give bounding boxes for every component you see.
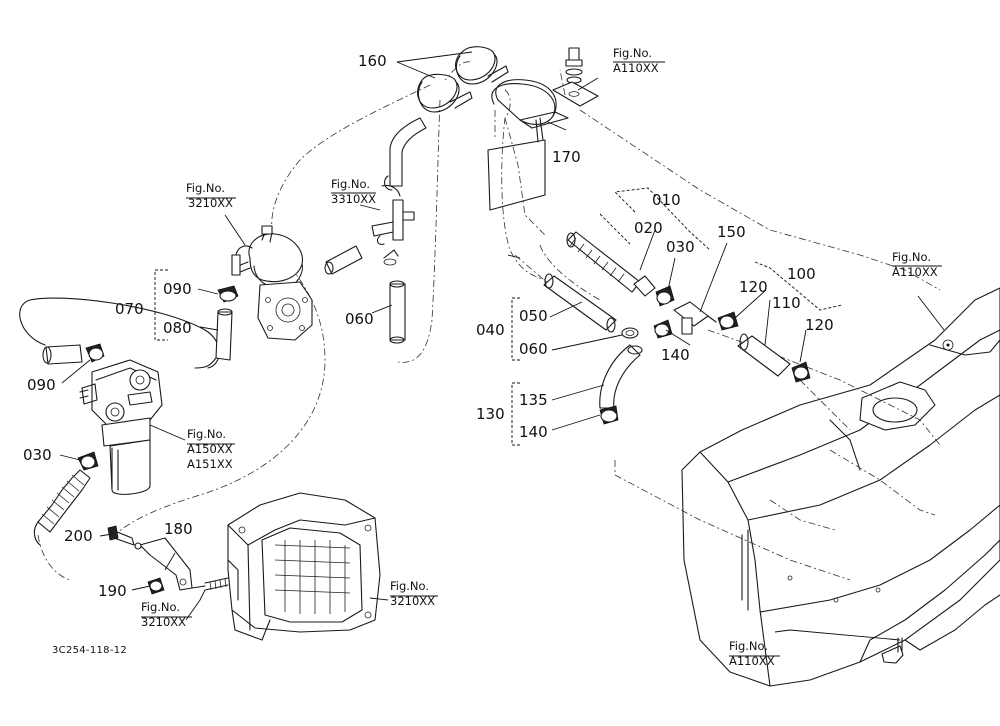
group-brackets	[154, 187, 843, 446]
transmission-case	[227, 492, 381, 641]
fig-ref-bracket-bottom: Fig.No. 3210XX	[141, 600, 186, 629]
label-040: 040	[476, 321, 505, 339]
fig-ref-pump-top: Fig.No. 3210XX	[186, 181, 233, 210]
label-120-a: 120	[739, 278, 768, 296]
leader-lines	[59, 51, 945, 641]
washer-060-right	[621, 327, 639, 339]
label-020: 020	[634, 219, 663, 237]
hose-080	[194, 245, 253, 369]
hose-short-tee	[324, 245, 363, 275]
label-140-b: 140	[519, 423, 548, 441]
bolt-200	[107, 525, 142, 550]
tee-150	[673, 301, 717, 335]
label-010: 010	[652, 191, 681, 209]
label-190: 190	[98, 582, 127, 600]
label-050: 050	[519, 307, 548, 325]
fuel-filter	[79, 359, 163, 495]
fig-ref-tank-top: Fig.No. A110XX	[613, 46, 659, 75]
label-030-left: 030	[23, 446, 52, 464]
hose-guard	[487, 139, 546, 211]
label-080: 080	[163, 319, 192, 337]
label-150: 150	[717, 223, 746, 241]
label-130: 130	[476, 405, 505, 423]
tank-dash-lines	[559, 69, 941, 581]
label-140-a: 140	[661, 346, 690, 364]
label-070: 070	[115, 300, 144, 318]
label-135: 135	[519, 391, 548, 409]
fig-ref-filter: Fig.No. A150XX A151XX	[187, 427, 236, 471]
tee-fitting	[371, 175, 415, 266]
hose-060-mid	[389, 280, 406, 344]
hose-upper-tee	[389, 117, 427, 187]
label-160: 160	[358, 52, 387, 70]
hose-110	[737, 333, 791, 377]
clamps-120	[717, 311, 811, 383]
corrugated-hose-left	[33, 451, 99, 546]
fig-ref-tank-bottom: Fig.No. A110XX	[729, 639, 775, 668]
hose-route-lines	[37, 61, 601, 581]
label-110: 110	[772, 294, 801, 312]
part-labels: 160 170 010 020 030 150 100 120 110 120 …	[23, 52, 834, 600]
label-200: 200	[64, 527, 93, 545]
diagram-code: 3C254-118-12	[52, 645, 127, 656]
label-120-b: 120	[805, 316, 834, 334]
hose-135	[599, 344, 643, 409]
clamp-160	[417, 46, 509, 113]
label-030-right: 030	[666, 238, 695, 256]
label-100: 100	[787, 265, 816, 283]
label-170: 170	[552, 148, 581, 166]
clamp-140-b	[599, 405, 619, 425]
clamp-170	[491, 79, 569, 143]
label-060-right: 060	[519, 340, 548, 358]
fig-ref-case-right: Fig.No. 3210XX	[390, 579, 435, 608]
fig-ref-tee-mid: Fig.No. 3310XX	[331, 177, 376, 206]
label-060-mid: 060	[345, 310, 374, 328]
clamp-140-a	[653, 319, 673, 339]
label-180: 180	[164, 520, 193, 538]
label-090-top: 090	[163, 280, 192, 298]
fuel-tank	[681, 287, 1000, 687]
tank-top-bracket	[552, 47, 599, 107]
clamp-030-right	[655, 285, 675, 307]
fuel-pump	[237, 225, 313, 341]
label-090-left: 090	[27, 376, 56, 394]
clamp-090-top	[217, 285, 239, 303]
clamp-090-left	[42, 343, 105, 365]
nut-190	[147, 577, 165, 595]
stud	[204, 577, 229, 591]
fig-references: Fig.No. 3210XX Fig.No. 3310XX Fig.No. A1…	[141, 46, 942, 668]
bracket-180	[139, 537, 206, 591]
hose-010-020	[566, 231, 656, 297]
fig-ref-tank-right: Fig.No. A110XX	[892, 250, 938, 279]
